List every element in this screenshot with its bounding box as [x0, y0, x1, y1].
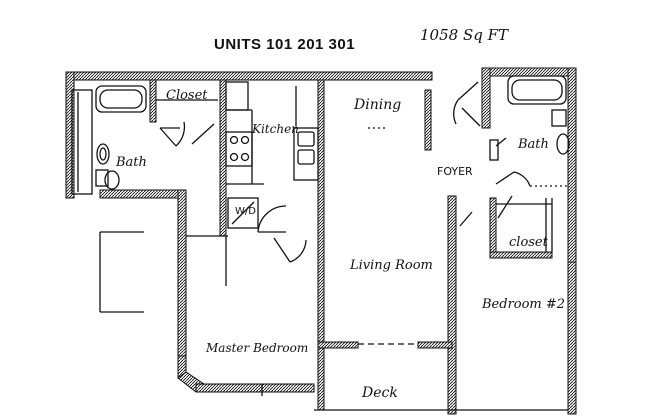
room-label-foyer: FOYER	[437, 165, 473, 178]
area-label: 1058 Sq FT	[420, 26, 509, 44]
plan-title: UNITS 101 201 301	[214, 36, 356, 53]
room-label-dining: Dining	[354, 97, 402, 113]
room-label-kitchen: Kitchen	[252, 122, 299, 136]
room-label-living-room: Living Room	[350, 258, 433, 273]
room-label-deck: Deck	[362, 385, 398, 401]
room-label-bath-1: Bath	[116, 155, 147, 170]
room-label-master-bedroom: Master Bedroom	[206, 341, 309, 355]
room-label-closet-1: Closet	[166, 88, 208, 103]
room-label-bath-2: Bath	[518, 137, 549, 152]
exterior-walls	[65, 67, 577, 415]
room-label-bedroom-2: Bedroom #2	[482, 297, 566, 312]
room-label-closet-2: closet	[509, 235, 548, 250]
interior-lines	[71, 75, 570, 411]
room-label-washer-dryer: W/D	[235, 206, 256, 217]
